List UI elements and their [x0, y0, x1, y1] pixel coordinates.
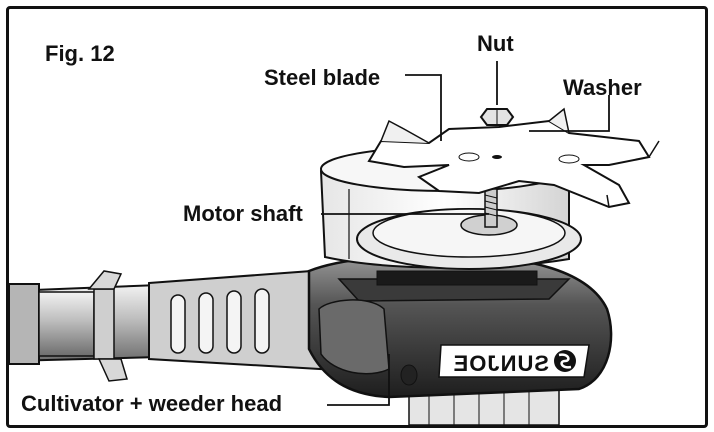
assembly-illustration: SUNJOE	[9, 61, 660, 425]
washer-label: Washer	[563, 75, 642, 100]
motor-shaft-label: Motor shaft	[183, 201, 303, 226]
figure-frame: SUNJOE	[6, 6, 708, 428]
nut	[479, 108, 515, 126]
leader-lines	[321, 61, 610, 406]
brand-badge: SUNJOE	[438, 344, 590, 378]
grip-section	[148, 267, 356, 373]
nut-label: Nut	[477, 31, 514, 56]
motor-shaft	[484, 188, 498, 228]
motor-housing: SUNJOE	[307, 253, 613, 399]
brand-logo-text: SUNJOE	[453, 351, 549, 376]
figure-title: Fig. 12	[45, 41, 115, 66]
steel-blade-label: Steel blade	[264, 65, 381, 90]
steel-blade	[367, 107, 660, 209]
shaft-tube	[9, 270, 160, 382]
drive-disc	[356, 208, 582, 270]
cultivator-head-label: Cultivator + weeder head	[21, 391, 283, 416]
